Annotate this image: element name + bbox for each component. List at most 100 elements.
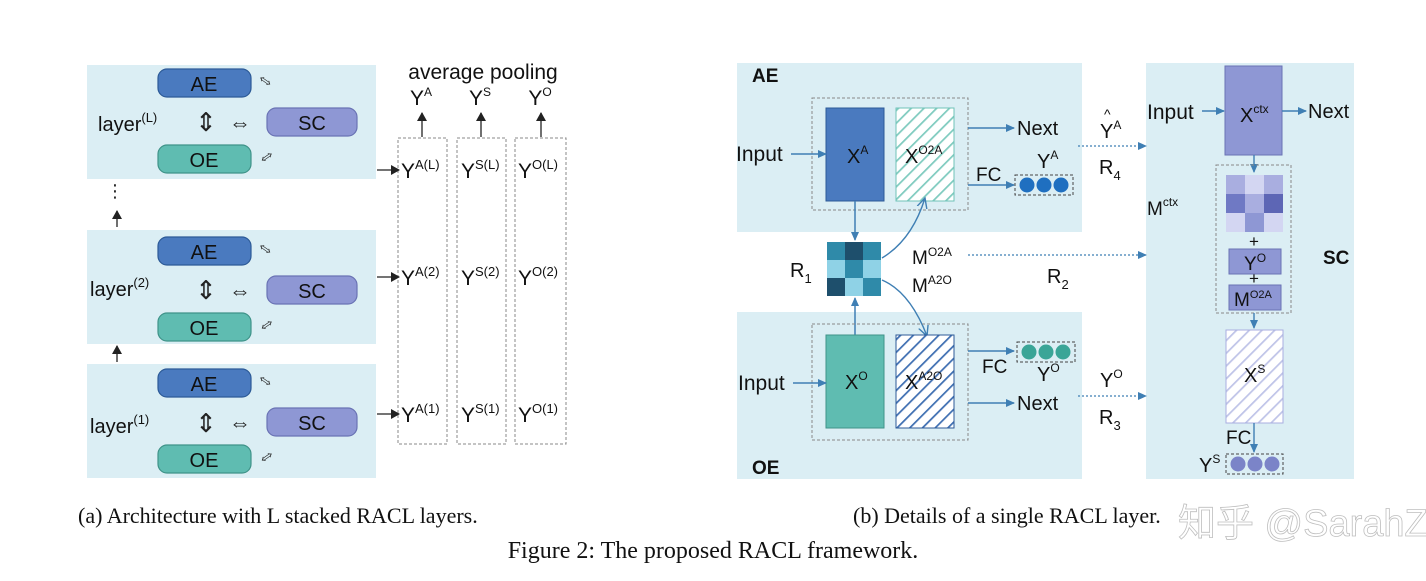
oe-group — [811, 323, 969, 441]
ae-label: AE — [191, 242, 218, 264]
watermark: 知乎 @SarahZ — [1178, 503, 1426, 545]
ys-output-dot — [1230, 456, 1246, 472]
sc-box — [266, 107, 358, 137]
ae-next-label: Next — [1017, 118, 1059, 140]
leftright-double-arrow-icon: ⇔ — [229, 410, 251, 435]
ae-fc-label: FC — [976, 165, 1001, 186]
yhat-a-label: YA — [1100, 118, 1121, 143]
sc-yo-label: YO — [1244, 251, 1266, 275]
sc-input-label: Input — [1147, 101, 1194, 124]
layer-panel-2: AE OE SC layer(2) ⇕ ⇔ ⇔ ⇔ — [87, 230, 376, 344]
y-s-l: YS(L) — [461, 157, 500, 183]
ae-box — [157, 236, 252, 266]
yo-label: YO — [1037, 361, 1060, 386]
xa-label: XA — [847, 143, 868, 168]
leftright-double-arrow-icon: ⇔ — [229, 110, 251, 135]
mctx-label: Mctx — [1147, 195, 1178, 220]
oe-label: OE — [190, 318, 219, 340]
sc-label: SC — [298, 281, 326, 303]
oe-box — [157, 444, 252, 474]
pooling-title: average pooling — [408, 61, 557, 84]
ya-output-dot — [1053, 177, 1069, 193]
xa2o-block — [895, 334, 955, 429]
ae-panel-title: AE — [752, 66, 778, 87]
ys-output-dot — [1247, 456, 1263, 472]
pooled-yo: YO — [528, 85, 551, 110]
xo2a-block — [895, 107, 955, 202]
figure-b: AE OE SC XA XO2A Input Next FC YA YA ^ R… — [736, 63, 1354, 528]
figure-caption: Figure 2: The proposed RACL framework. — [508, 538, 919, 564]
xo-label: XO — [845, 369, 868, 394]
plus-sign: + — [1249, 232, 1259, 251]
r3-label: R3 — [1099, 407, 1121, 433]
ma2o-label: MA2O — [912, 273, 952, 297]
sc-fc-label: FC — [1226, 428, 1251, 449]
hat-icon: ^ — [1104, 106, 1111, 122]
sc-box — [266, 275, 358, 305]
xctx-label: Xctx — [1240, 102, 1269, 127]
oe-box — [157, 312, 252, 342]
pooled-ys: YS — [469, 85, 491, 110]
ys-output-dot — [1264, 456, 1280, 472]
figure-a: AE OE SC layer(L) ⇕ ⇔ ⇔ ⇔ ⋮ AE OE SC lay… — [78, 61, 567, 528]
sc-label: SC — [298, 413, 326, 435]
mo2a-label: MO2A — [912, 245, 952, 269]
mctx-matrix — [1226, 175, 1283, 232]
sc-label: SC — [298, 113, 326, 135]
pool-column-o — [514, 137, 567, 445]
oe-next-label: Next — [1017, 393, 1059, 415]
caption-a: (a) Architecture with L stacked RACL lay… — [78, 503, 478, 528]
oe-panel-title: OE — [752, 458, 779, 479]
ae-box — [157, 368, 252, 398]
y-o-1: YO(1) — [518, 401, 558, 427]
ae-box — [157, 68, 252, 98]
r1-matrix — [827, 242, 881, 296]
layer-label: layer(L) — [98, 110, 157, 136]
yo-output-dot — [1055, 344, 1071, 360]
y-o-l: YO(L) — [518, 157, 558, 183]
ae-input-label: Input — [736, 143, 783, 166]
r4-label: R4 — [1099, 157, 1121, 183]
xctx-block — [1224, 65, 1283, 156]
mo2a-arrow — [881, 198, 925, 259]
ae-label: AE — [191, 74, 218, 96]
updown-double-arrow-icon: ⇕ — [195, 408, 217, 438]
sc-mo2a-block — [1228, 284, 1282, 311]
layer-label: layer(2) — [90, 275, 149, 301]
xa2o-label: XA2O — [905, 369, 942, 394]
ys-output-box — [1225, 453, 1284, 475]
sc-box — [266, 407, 358, 437]
xs-label: XS — [1244, 362, 1265, 387]
sc-mo2a-label: MO2A — [1234, 289, 1273, 311]
oe-box — [157, 144, 252, 174]
ae-label: AE — [191, 374, 218, 396]
ya-label: YA — [1037, 148, 1058, 173]
pool-column-s — [456, 137, 507, 445]
pooled-ya: YA — [410, 85, 432, 110]
updown-double-arrow-icon: ⇕ — [195, 275, 217, 305]
oe-fc-label: FC — [982, 357, 1007, 378]
oe-label: OE — [190, 150, 219, 172]
xa-block — [825, 107, 885, 202]
yo-output-box — [1016, 341, 1076, 363]
layer-panel-1: AE OE SC layer(1) ⇕ ⇔ ⇔ ⇔ — [87, 364, 376, 478]
oe-input-label: Input — [738, 372, 785, 395]
leftright-double-arrow-icon: ⇔ — [229, 278, 251, 303]
layer-label: layer(1) — [90, 412, 149, 438]
r1-label: R1 — [790, 260, 812, 286]
oe-label: OE — [190, 450, 219, 472]
ys-label: YS — [1199, 452, 1220, 477]
y-a-l: YA(L) — [401, 157, 440, 183]
yo-right-label: YO — [1100, 367, 1123, 392]
y-a-2: YA(2) — [401, 264, 440, 290]
xo2a-label: XO2A — [905, 143, 942, 168]
sc-next-label: Next — [1308, 101, 1350, 123]
y-s-2: YS(2) — [461, 264, 500, 290]
pool-column-a — [397, 137, 448, 445]
sc-yo-block — [1228, 248, 1282, 275]
yo-output-dot — [1038, 344, 1054, 360]
ya-output-dot — [1019, 177, 1035, 193]
ellipsis: ⋮ — [106, 181, 124, 201]
yo-output-dot — [1021, 344, 1037, 360]
